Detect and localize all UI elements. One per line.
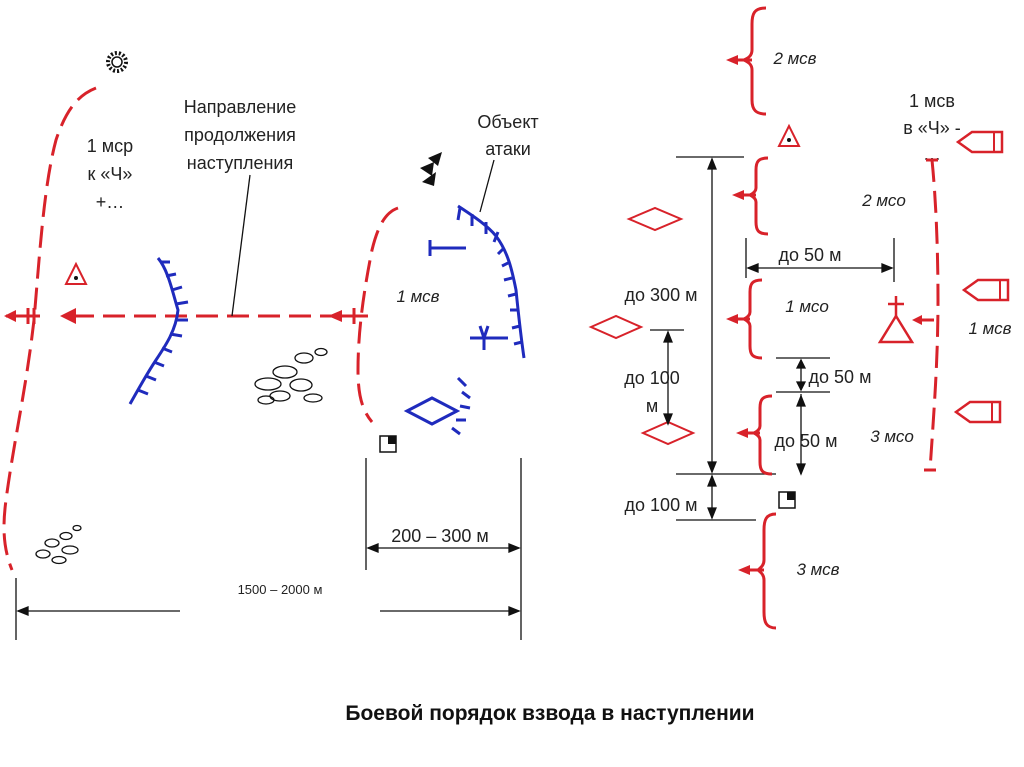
commander-triangle-icon — [777, 123, 801, 147]
dist-50-a-dimension — [776, 357, 830, 393]
dist-50-horizontal — [745, 238, 895, 282]
top-vehicle-label: 2 мсв — [772, 49, 816, 68]
depth-label: 1500 – 2000 м — [238, 582, 323, 597]
enemy-diamond — [403, 376, 471, 436]
center-front-line — [356, 206, 399, 423]
aircraft-icon — [420, 152, 442, 186]
squad1-label: 1 мсо — [785, 297, 829, 316]
mid-label-line2: в «Ч» - — [903, 118, 961, 138]
center-line-arrow — [328, 308, 368, 324]
bottom-vehicle-label: 3 мсв — [796, 560, 839, 579]
dist-300-label: до 300 м — [625, 285, 698, 305]
direction-label-line2: продолжения — [184, 125, 296, 145]
squad-3-bracket — [736, 394, 773, 476]
direction-arrow — [60, 308, 340, 324]
vehicle-icon — [953, 400, 1002, 424]
red-diamond-1 — [626, 206, 684, 232]
dist-100-bottom-dimension — [676, 474, 756, 521]
right-front-line — [912, 158, 940, 472]
caption: Боевой порядок взвода в наступлении — [345, 702, 754, 725]
dist-50-horizontal-label: до 50 м — [779, 245, 842, 265]
dist-300-dimension — [676, 156, 776, 475]
anti-tank-icon — [428, 240, 466, 256]
observation-post-icon — [379, 435, 397, 453]
object-label-line1: Объект — [477, 112, 538, 132]
vehicle-3-bracket — [738, 512, 777, 630]
mortar-icon — [470, 325, 508, 350]
vehicle-icon — [961, 278, 1010, 302]
dist-50-a-label: до 50 м — [809, 367, 872, 387]
dist-100-mid-dimension — [650, 329, 684, 426]
platoon-label-line3: +… — [96, 192, 125, 212]
left-front-line — [2, 86, 97, 571]
object-pointer — [479, 159, 495, 213]
vehicle-2-bracket — [726, 6, 767, 116]
dist-50-b-label: до 50 м — [775, 431, 838, 451]
direction-label-line1: Направление — [184, 97, 296, 117]
vehicle-label: 1 мсв — [396, 287, 439, 306]
direction-label-line3: наступления — [187, 153, 293, 173]
direction-pointer — [231, 174, 251, 317]
dist-100-mid-label-line2: м — [646, 396, 658, 416]
platoon-label: 1 мср — [87, 136, 133, 156]
enemy-trench-left — [128, 257, 189, 405]
left-line-arrow — [4, 308, 40, 324]
terrain-ellipses-left — [35, 524, 82, 565]
platoon-label-line2: к «Ч» — [88, 164, 133, 184]
red-diamond-3 — [640, 420, 696, 446]
vehicle-icon — [955, 130, 1004, 154]
observation-post-icon — [778, 491, 796, 509]
dist-50-b-dimension — [796, 394, 806, 476]
commander-triangle-icon — [64, 261, 88, 285]
interval-label: 200 – 300 м — [391, 526, 488, 546]
squad2-label: 2 мсо — [861, 191, 906, 210]
terrain-ellipses-middle — [254, 347, 328, 405]
squad-1-bracket — [726, 278, 763, 360]
red-diamond-2 — [588, 314, 644, 340]
squad-2-bracket — [732, 156, 769, 236]
depth-dimension — [15, 578, 521, 640]
tank-icon — [877, 296, 915, 344]
squad3-label: 3 мсо — [870, 427, 914, 446]
enemy-trench-object — [456, 204, 526, 359]
dist-100-mid-label-line1: до 100 — [624, 368, 680, 388]
interval-dimension — [365, 458, 522, 640]
mid-label-line1: 1 мсв — [909, 91, 955, 111]
sun-icon — [106, 51, 128, 73]
dist-100-bottom-label: до 100 м — [625, 495, 698, 515]
right-vehicle-label: 1 мсв — [968, 319, 1011, 338]
object-label-line2: атаки — [485, 139, 531, 159]
